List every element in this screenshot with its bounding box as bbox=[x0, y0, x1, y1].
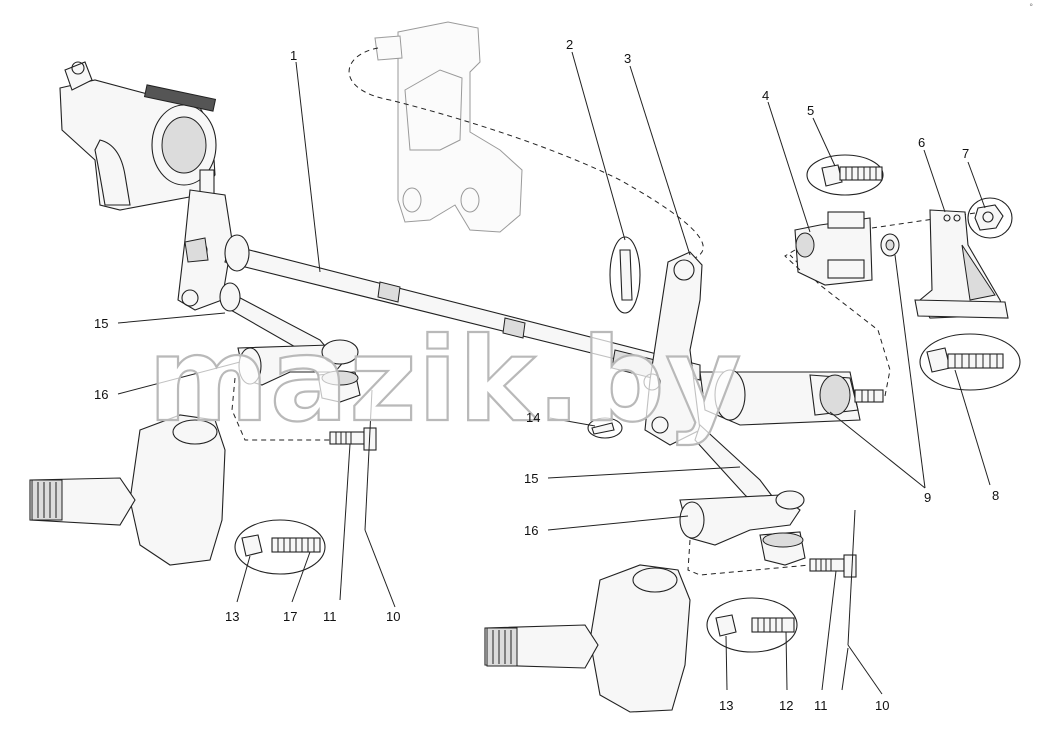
label-3: 3 bbox=[624, 51, 631, 66]
steering-arm-left bbox=[237, 339, 361, 403]
bolt-8 bbox=[919, 333, 1021, 391]
label-10-left: 10 bbox=[386, 609, 400, 624]
label-5: 5 bbox=[807, 103, 814, 118]
ghost-bracket bbox=[348, 21, 704, 261]
pitman-arm-right bbox=[643, 251, 703, 446]
label-16-right: 16 bbox=[524, 523, 538, 538]
nut-screw-group-right bbox=[706, 597, 798, 653]
label-9: 9 bbox=[924, 490, 931, 505]
label-15-right: 15 bbox=[524, 471, 538, 486]
steering-knuckle-left bbox=[29, 377, 340, 566]
pin-14 bbox=[587, 417, 623, 439]
steering-knuckle-right bbox=[484, 539, 811, 713]
steering-cylinder-left bbox=[59, 61, 217, 211]
label-13-right: 13 bbox=[719, 698, 733, 713]
leader-lines bbox=[117, 51, 991, 695]
bolt-5 bbox=[806, 154, 884, 196]
steering-cylinder-right bbox=[699, 254, 891, 426]
bracket-4 bbox=[784, 211, 873, 286]
label-8: 8 bbox=[992, 488, 999, 503]
label-15-left: 15 bbox=[94, 316, 108, 331]
label-2: 2 bbox=[566, 37, 573, 52]
corner-mark: ° bbox=[1029, 2, 1033, 12]
bracket-6 bbox=[914, 209, 1009, 319]
washer-9 bbox=[871, 212, 976, 257]
steering-arm-right bbox=[679, 490, 806, 566]
label-13-left: 13 bbox=[225, 609, 239, 624]
bolt-11-right bbox=[809, 554, 857, 578]
bolt-11-left bbox=[329, 427, 377, 451]
part-labels: 1 2 3 4 5 6 7 8 9 15 16 14 15 16 13 17 1… bbox=[94, 37, 999, 713]
label-12: 12 bbox=[779, 698, 793, 713]
label-4: 4 bbox=[762, 88, 769, 103]
label-11-right: 11 bbox=[814, 698, 828, 713]
label-16-left: 16 bbox=[94, 387, 108, 402]
label-17: 17 bbox=[283, 609, 297, 624]
nut-7 bbox=[967, 197, 1013, 239]
watermark: mazik.by bbox=[148, 313, 742, 448]
label-6: 6 bbox=[918, 135, 925, 150]
nut-screw-group-left bbox=[234, 519, 326, 575]
label-14: 14 bbox=[526, 410, 540, 425]
label-1: 1 bbox=[290, 48, 297, 63]
label-10-right: 10 bbox=[875, 698, 889, 713]
drag-link-rod bbox=[224, 234, 701, 381]
cotter-pin-2 bbox=[609, 236, 641, 314]
label-11-left: 11 bbox=[323, 609, 337, 624]
label-7: 7 bbox=[962, 146, 969, 161]
pitman-arm-left bbox=[177, 189, 233, 311]
